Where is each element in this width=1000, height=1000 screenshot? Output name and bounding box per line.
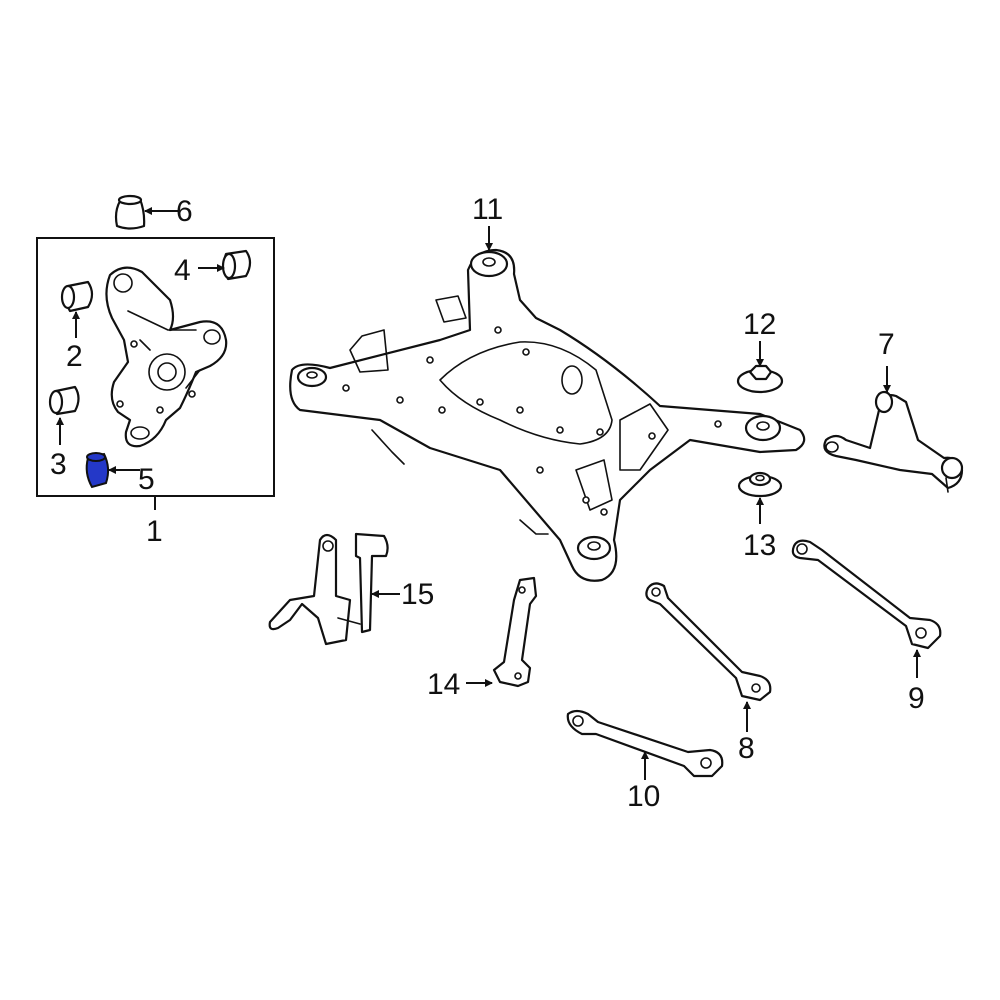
part-11-rear-subframe[interactable]: [289, 248, 806, 582]
part-10-lower-link[interactable]: [566, 709, 724, 778]
callout-12: 12: [743, 308, 776, 341]
part-12-upper-insulator[interactable]: [736, 364, 784, 394]
callout-9: 9: [908, 682, 925, 715]
part-6-upper-bushing[interactable]: [114, 194, 146, 230]
callout-8: 8: [738, 732, 755, 765]
callout-7: 7: [878, 328, 895, 361]
callout-5: 5: [138, 463, 155, 496]
callout-10: 10: [627, 780, 660, 813]
callout-15: 15: [401, 578, 434, 611]
callout-11: 11: [472, 193, 503, 226]
leader-lines: [56, 207, 921, 780]
part-3-bushing[interactable]: [48, 385, 80, 416]
part-15-height-sensor[interactable]: [268, 532, 389, 646]
callout-1: 1: [146, 515, 163, 548]
callout-2: 2: [66, 340, 83, 373]
callout-14: 14: [427, 668, 460, 701]
callout-4: 4: [174, 254, 191, 287]
part-5-bushing-highlighted[interactable]: [85, 452, 110, 489]
rear-knuckle[interactable]: [105, 266, 228, 448]
part-9-lateral-link[interactable]: [791, 539, 942, 650]
callout-13: 13: [743, 529, 776, 562]
callout-3: 3: [50, 448, 67, 481]
callout-6: 6: [176, 195, 193, 228]
part-7-upper-control-arm[interactable]: [823, 390, 964, 493]
part-8-toe-link[interactable]: [645, 582, 772, 702]
part-13-lower-insulator[interactable]: [737, 471, 783, 498]
part-14-bracket[interactable]: [492, 576, 538, 688]
part-4-bushing[interactable]: [221, 249, 252, 281]
part-2-bushing[interactable]: [60, 280, 94, 313]
